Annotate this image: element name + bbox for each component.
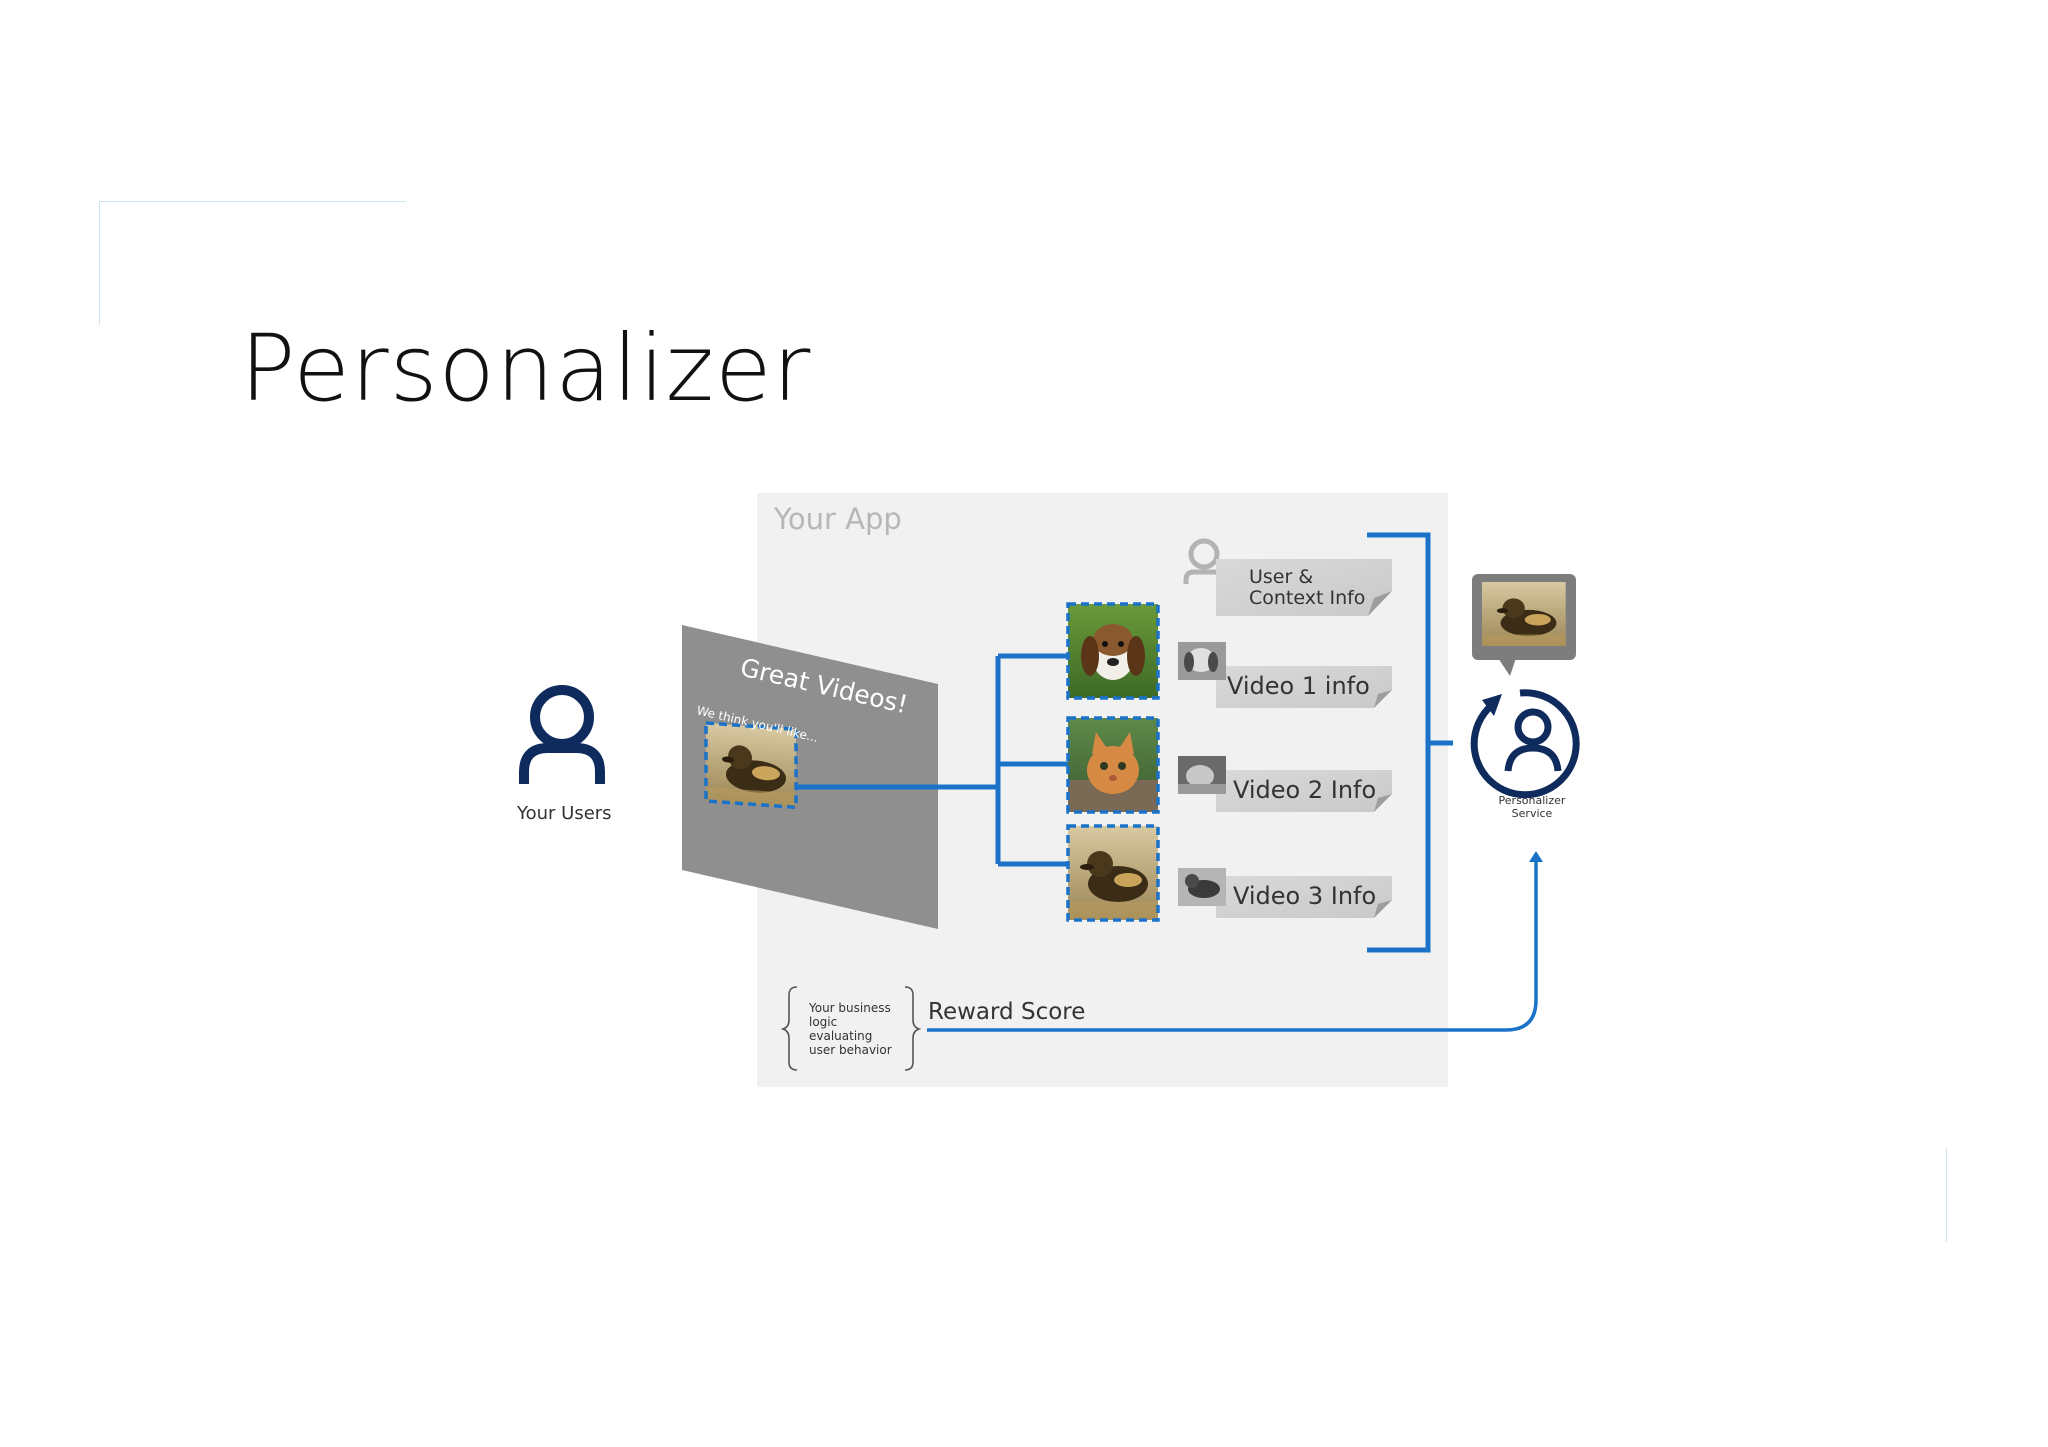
video-2-info-label: Video 2 Info: [1233, 776, 1377, 804]
video-1-small-thumbnail: [1178, 642, 1226, 680]
recommendation-bubble: [1472, 574, 1576, 676]
reward-score-label: Reward Score: [928, 999, 1086, 1025]
video-3-small-thumbnail: [1178, 868, 1226, 906]
video-connector-lines: [796, 653, 1071, 867]
video-1-info-tag: [1216, 666, 1392, 708]
slide-title: Personalizer: [240, 315, 812, 422]
service-label-line: Service: [1511, 807, 1553, 820]
reward-score-arrow: [927, 860, 1538, 1032]
business-logic-braces: [780, 986, 922, 1071]
app-screen-panel: [682, 625, 938, 929]
video-1-thumbnail: [1066, 602, 1160, 700]
business-logic-line: evaluating: [809, 1029, 873, 1043]
context-tag-fold: [1368, 591, 1392, 616]
personalizer-service-label: Personalizer Service: [1490, 794, 1574, 820]
your-app-label: Your App: [774, 502, 902, 536]
screen-featured-duck-image: [704, 721, 798, 810]
video-3-thumbnail: [1066, 824, 1160, 922]
reward-arrowhead: [1529, 851, 1543, 862]
corner-line-left: [99, 201, 100, 325]
grouping-bracket: [1367, 532, 1453, 953]
context-info-label: User & Context Info: [1249, 566, 1366, 609]
video-3-info-label: Video 3 Info: [1233, 882, 1377, 910]
business-logic-line: Your business: [809, 1001, 891, 1015]
your-users-label: Your Users: [517, 803, 612, 824]
corner-line-top: [99, 201, 406, 202]
business-logic-line: user behavior: [809, 1043, 892, 1057]
user-icon: [519, 685, 605, 784]
personalizer-service-icon: [1470, 689, 1580, 799]
business-logic-text: Your business logic evaluating user beha…: [809, 1001, 905, 1057]
service-label-line: Personalizer: [1498, 794, 1566, 807]
video-1-info-label: Video 1 info: [1227, 672, 1370, 700]
business-logic-line: logic: [809, 1015, 838, 1029]
corner-line-right: [1946, 1148, 1947, 1242]
video-2-thumbnail: [1066, 716, 1160, 814]
video-3-info-tag: [1216, 876, 1392, 918]
video-2-small-thumbnail: [1178, 756, 1226, 794]
video-2-info-tag: [1216, 770, 1392, 812]
context-info-tag: [1216, 559, 1392, 616]
